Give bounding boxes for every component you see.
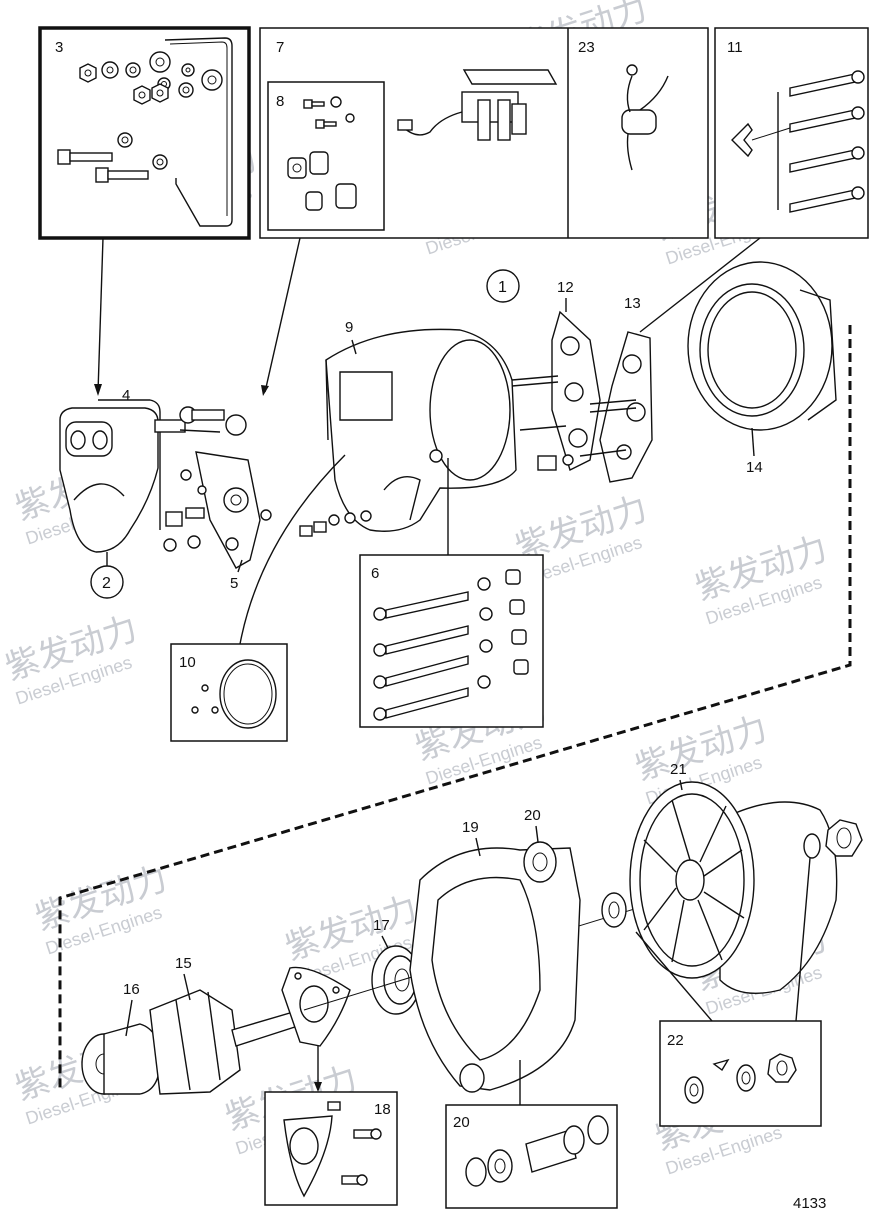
callout-18: 18: [374, 1101, 391, 1118]
kit-box-18: 18: [264, 1091, 398, 1206]
end-plate-part: [537, 331, 653, 483]
kit-box-22: 22: [659, 1020, 822, 1127]
kit-box-7: 7 23 8: [259, 27, 709, 239]
callout-2: 2: [102, 575, 111, 592]
assembly-dash-line: [58, 325, 852, 1090]
nut-washer-set-icon: [79, 51, 223, 105]
bracket-wire-icon: [164, 37, 233, 227]
callout-1-ring: [486, 269, 520, 303]
callout-20a: 20: [524, 807, 541, 824]
callout-9: 9: [345, 319, 353, 336]
callout-1: 1: [498, 279, 507, 296]
callout-17: 17: [373, 917, 390, 934]
callout-20b: 20: [453, 1114, 470, 1131]
callout-14: 14: [746, 459, 763, 476]
watermark-8: 紫发动力 Diesel-Engines: [1, 609, 142, 708]
callout-23: 23: [578, 39, 595, 56]
long-screw-set-icon: [731, 70, 865, 213]
rear-cover-part: [59, 399, 161, 553]
callout-12: 12: [557, 279, 574, 296]
callout-6: 6: [371, 565, 379, 582]
kit-box-20: 20: [445, 1104, 618, 1209]
capacitor-icon: [621, 64, 669, 171]
snap-ring-icon: [191, 659, 277, 729]
callout-7: 7: [276, 39, 284, 56]
callout-8: 8: [276, 93, 284, 110]
callout-22: 22: [667, 1032, 684, 1049]
callout-5: 5: [230, 575, 238, 592]
callout-3: 3: [55, 39, 63, 56]
bushing-kit-icon: [465, 1115, 609, 1187]
watermark-7: 紫发动力 Diesel-Engines: [691, 529, 832, 628]
pulley-nut-part: [803, 819, 863, 859]
slip-ring-plate-part: [511, 310, 601, 471]
drive-end-housing-part: [409, 841, 581, 1093]
drawing-number: 4133: [793, 1195, 826, 1212]
watermark-11: 紫发动力 Diesel-Engines: [31, 859, 172, 958]
gasket-screw-kit-icon: [283, 1101, 382, 1198]
leader-box11: [639, 237, 761, 333]
callout-10: 10: [179, 654, 196, 671]
kit-box-10-frame: [170, 643, 288, 742]
kit-box-11: 11: [714, 27, 869, 239]
kit-box-3-frame: [38, 26, 251, 240]
leader-box3: [97, 237, 104, 393]
kit-box-3: 3: [38, 26, 251, 240]
rotor-part: [81, 989, 305, 1095]
small-screw-row-icon: [299, 510, 372, 537]
brush-holder-icon: [397, 69, 558, 141]
through-bolt-set-icon: [373, 569, 529, 721]
pulley-nut-kit-icon: [684, 1053, 797, 1104]
stator-ring-part: [687, 261, 837, 431]
housing-part: [325, 328, 517, 532]
brush-kit-screws-icon: [287, 96, 357, 211]
callout-16: 16: [123, 981, 140, 998]
terminal-stud-part: [154, 406, 247, 436]
callout-19: 19: [462, 819, 479, 836]
callout-15: 15: [175, 955, 192, 972]
bolt-pair-icon: [57, 132, 168, 183]
kit-box-6: 6: [359, 554, 544, 728]
spacer-washer-part: [601, 892, 627, 928]
callout-4: 4: [122, 387, 130, 404]
callout-21: 21: [670, 761, 687, 778]
leader-box7: [264, 237, 301, 393]
callout-13: 13: [624, 295, 641, 312]
kit-box-10: 10: [170, 643, 288, 742]
callout-11: 11: [727, 39, 743, 56]
diode-plate-part: [163, 451, 272, 569]
kit-box-18-frame: [264, 1091, 398, 1206]
